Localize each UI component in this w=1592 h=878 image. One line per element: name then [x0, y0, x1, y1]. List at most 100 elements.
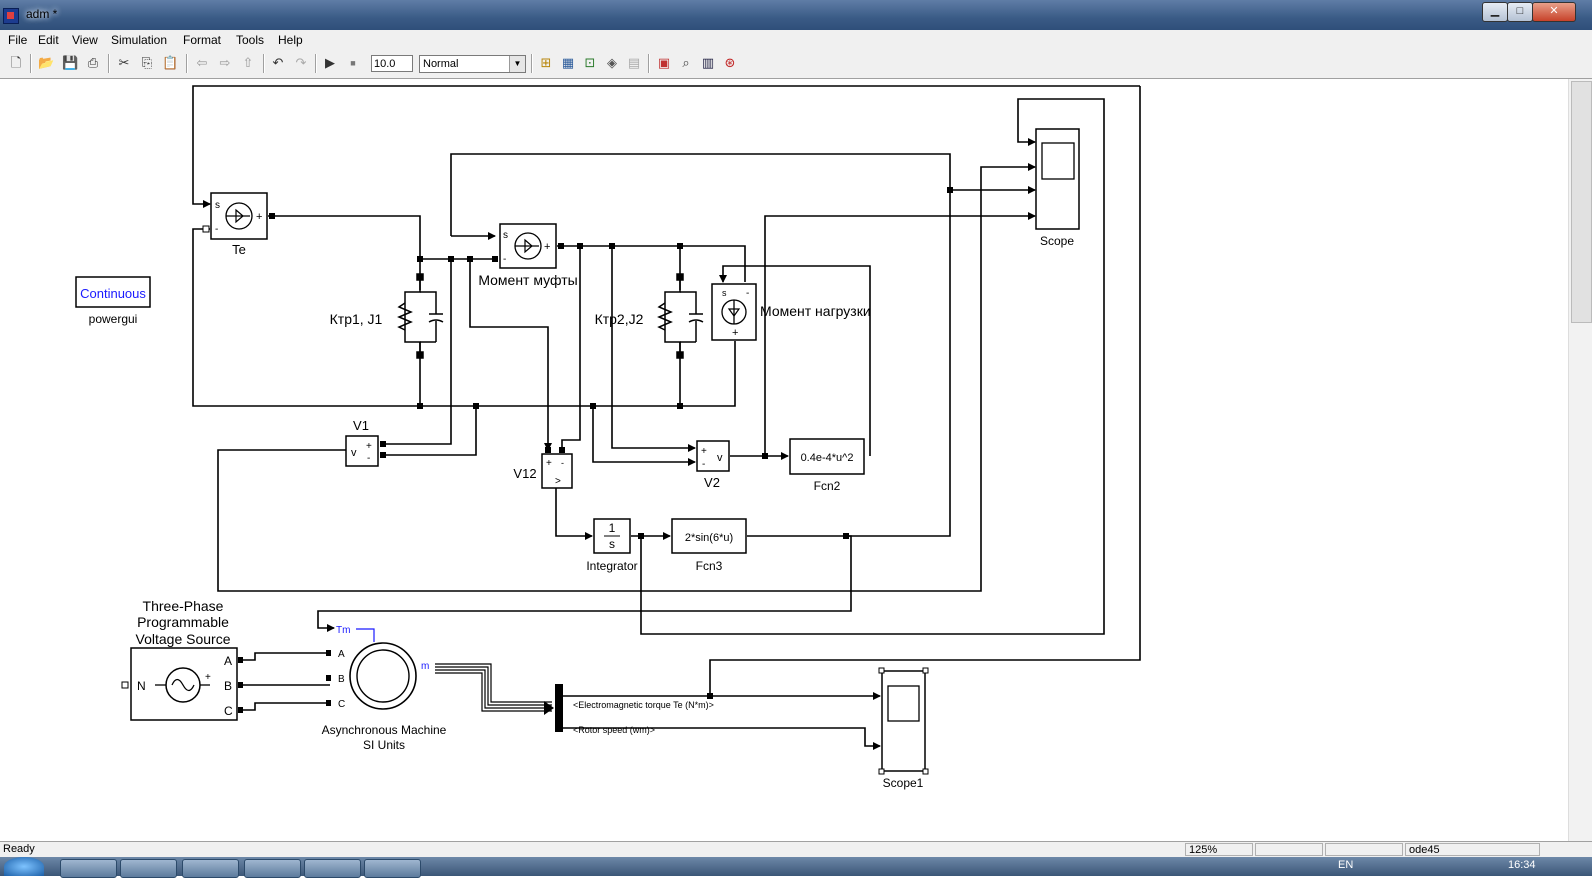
model-advisor-icon[interactable]: ▣ — [657, 55, 671, 70]
menu-simulation[interactable]: Simulation — [111, 33, 168, 47]
save-icon[interactable]: 💾 — [62, 55, 79, 70]
menu-file[interactable]: File — [8, 33, 28, 47]
wire-scope-in2[interactable] — [217, 163, 1036, 592]
taskbar-item-word[interactable] — [244, 859, 301, 878]
bus-machine-measurements[interactable] — [435, 663, 552, 712]
three-phase-source-block[interactable]: Three-Phase Programmable Voltage Source … — [121, 598, 243, 721]
port-label-plus: + — [366, 441, 372, 452]
close-button[interactable]: ✕ — [1532, 2, 1576, 22]
menu-edit[interactable]: Edit — [38, 33, 59, 47]
menu-view[interactable]: View — [72, 33, 98, 47]
ktr1-label: Ктр1, J1 — [330, 311, 383, 327]
print-icon[interactable]: ⎙ — [87, 55, 99, 70]
fcn3-block[interactable]: 2*sin(6*u) Fcn3 — [671, 518, 747, 573]
wire-v12-in2[interactable] — [561, 246, 581, 450]
model-canvas[interactable]: Continuous powergui s - + Te s - + Момен… — [0, 79, 1568, 841]
block-diagram[interactable]: Continuous powergui s - + Te s - + Момен… — [0, 79, 1568, 841]
wire-v12-integrator[interactable] — [555, 488, 593, 540]
wire-fcn2-to-load[interactable] — [719, 265, 871, 456]
vertical-scrollbar[interactable] — [1568, 79, 1592, 841]
integrator-block[interactable]: 1 s Integrator — [586, 518, 638, 573]
taskbar-item-acrobat[interactable] — [182, 859, 239, 878]
chevron-down-icon[interactable]: ▼ — [509, 56, 525, 72]
redo-icon[interactable]: ↷ — [295, 55, 307, 70]
taskbar-item-folder[interactable] — [304, 859, 361, 878]
scrollbar-thumb[interactable] — [1571, 81, 1592, 323]
wire-scope-in4[interactable] — [764, 212, 1036, 456]
v1-measurement-block[interactable]: v + - V1 — [345, 418, 386, 467]
library-browser-icon[interactable]: ⊡ — [584, 55, 596, 70]
ktr1-j1-block[interactable]: Ктр1, J1 — [330, 273, 444, 359]
clock[interactable]: 16:34 — [1508, 859, 1536, 871]
wire-right-loop[interactable] — [709, 86, 1141, 696]
asynchronous-machine-block[interactable]: Tm A B C m Asynchronous Machine SI Units — [322, 625, 447, 752]
maximize-button[interactable]: □ — [1507, 2, 1533, 22]
menu-help[interactable]: Help — [278, 33, 303, 47]
paste-icon[interactable]: 📋 — [162, 55, 179, 70]
find-icon[interactable]: ⌕ — [682, 55, 690, 70]
port-label-plus: + — [546, 458, 552, 469]
wire-phase-a[interactable] — [240, 652, 330, 661]
wire-te-out[interactable] — [268, 215, 421, 290]
language-indicator[interactable]: EN — [1338, 859, 1354, 871]
stop-sign-icon[interactable]: ⊛ — [724, 55, 736, 70]
bus-selector-block[interactable]: <Electromagnetic torque Te (N*m)> <Rotor… — [555, 684, 714, 735]
wire-phase-c[interactable] — [240, 702, 330, 711]
source-label-line2: Programmable — [137, 614, 229, 630]
fcn2-block[interactable]: 0.4e-4*u^2 Fcn2 — [789, 438, 865, 493]
v12-measurement-block[interactable]: + - > V12 — [513, 447, 573, 489]
wire-fcn3-back[interactable] — [450, 153, 951, 537]
stop-simulation-icon[interactable]: ■ — [350, 58, 356, 68]
wire-ground-rail[interactable] — [192, 228, 736, 407]
port-label-plus: + — [256, 211, 262, 223]
update-diagram-icon[interactable]: ⊞ — [540, 55, 552, 70]
wire-v2-plus[interactable] — [611, 246, 696, 452]
te-torque-source-block[interactable]: s - + Te — [202, 192, 275, 257]
scope1-block[interactable]: Scope1 — [878, 667, 929, 790]
powergui-block[interactable]: Continuous powergui — [75, 276, 151, 326]
port-label-m: m — [421, 661, 429, 672]
stop-time-input[interactable]: 10.0 — [371, 55, 413, 72]
wire-node2[interactable] — [557, 245, 746, 282]
new-model-icon[interactable]: 🗋 — [10, 55, 22, 70]
scope-block[interactable]: Scope — [1035, 128, 1080, 248]
menu-tools[interactable]: Tools — [236, 33, 265, 47]
taskbar-item-matlab[interactable] — [364, 859, 421, 878]
start-button[interactable] — [4, 857, 44, 876]
scope1-label: Scope1 — [883, 776, 924, 790]
undo-icon[interactable]: ↶ — [272, 55, 284, 70]
ktr2-j2-block[interactable]: Ктр2,J2 — [595, 273, 704, 359]
wire-v2-minus[interactable] — [592, 406, 696, 466]
model-explorer-icon[interactable]: ◈ — [607, 55, 617, 70]
simulation-mode-select[interactable]: Normal ▼ — [419, 55, 526, 73]
coupling-torque-block[interactable]: s - + Момент муфты — [478, 223, 578, 288]
back-icon[interactable]: ⇦ — [196, 55, 208, 70]
build-model-icon[interactable]: ▦ — [561, 55, 575, 70]
open-icon[interactable]: 📂 — [38, 55, 55, 70]
start-simulation-icon[interactable]: ▶ — [325, 55, 335, 70]
debugger-icon[interactable]: ▤ — [627, 55, 641, 70]
menu-format[interactable]: Format — [183, 33, 222, 47]
properties-icon[interactable]: ▥ — [701, 55, 715, 70]
wire-v1-plus[interactable] — [380, 259, 452, 445]
wire-scope-in1[interactable] — [640, 98, 1105, 635]
v2-measurement-block[interactable]: + - v V2 — [696, 440, 730, 490]
wire-scope1-in2[interactable] — [563, 727, 881, 750]
wire-tm-input[interactable] — [317, 535, 852, 632]
port-label-minus: - — [367, 453, 370, 464]
integrator-label: Integrator — [586, 559, 637, 573]
minimize-button[interactable]: ▁ — [1482, 2, 1508, 22]
fcn3-label: Fcn3 — [696, 559, 723, 573]
copy-icon[interactable]: ⎘ — [141, 55, 153, 70]
cut-icon[interactable]: ✂ — [118, 55, 130, 70]
wire-top-loop[interactable] — [192, 85, 1140, 208]
taskbar-item-explorer[interactable] — [120, 859, 177, 878]
taskbar-item-ie[interactable] — [60, 859, 117, 878]
port-label-v: v — [351, 447, 357, 459]
up-icon[interactable]: ⇧ — [242, 55, 254, 70]
wire-v1-minus[interactable] — [380, 406, 477, 456]
forward-icon[interactable]: ⇨ — [219, 55, 231, 70]
junction-dots — [417, 187, 953, 699]
wire-v12-in1[interactable] — [469, 259, 552, 451]
load-torque-block[interactable]: s - + Момент нагрузки — [711, 283, 871, 341]
